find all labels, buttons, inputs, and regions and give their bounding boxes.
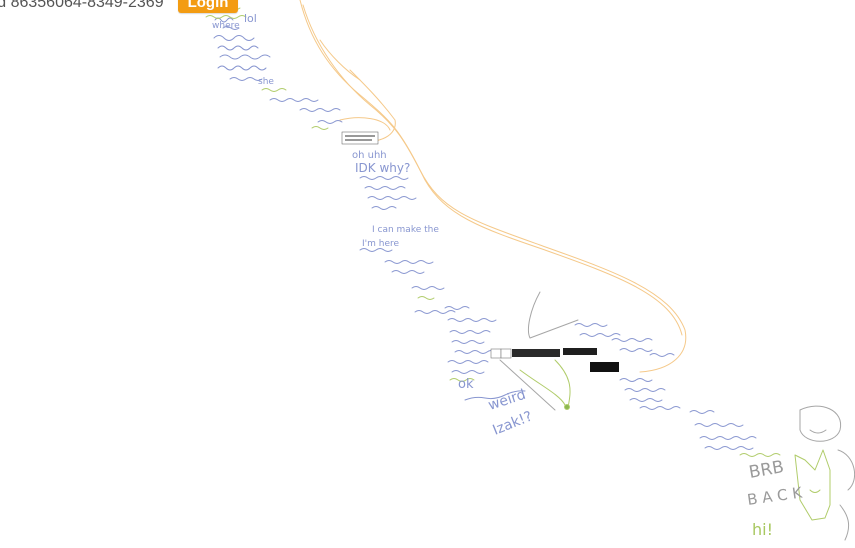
grey-strokes: [499, 291, 855, 541]
login-button[interactable]: Login: [177, 0, 239, 13]
green-handwriting-strokes: [205, 6, 831, 521]
blue-handwriting-strokes: [213, 17, 757, 450]
hw-izak: Izak!?: [491, 408, 535, 438]
hw-idk-why: IDK why?: [355, 161, 410, 175]
hw-lol: lol: [244, 12, 257, 25]
top-bar: ard 86356064-8349-2369 Login: [0, 0, 239, 13]
hw-where: where: [212, 21, 240, 31]
hw-oh: oh uhh: [352, 150, 387, 161]
hw-i-can-make: I can make the: [372, 225, 439, 235]
board-id-label: ard 86356064-8349-2369: [0, 0, 164, 11]
orange-line-strokes: [299, 0, 687, 373]
hw-brb: BRB: [747, 457, 785, 483]
hw-back: B A C K: [746, 483, 804, 509]
hw-weird: weird: [486, 387, 527, 414]
hw-she: she: [258, 77, 274, 87]
hw-hi: hi!: [752, 520, 773, 539]
hw-ok: ok: [458, 377, 474, 392]
handwritten-words: lol where she oh uhh IDK why? I can make…: [212, 12, 804, 539]
pasted-image-boxes[interactable]: [341, 131, 619, 372]
hw-im-here: I'm here: [362, 239, 400, 249]
